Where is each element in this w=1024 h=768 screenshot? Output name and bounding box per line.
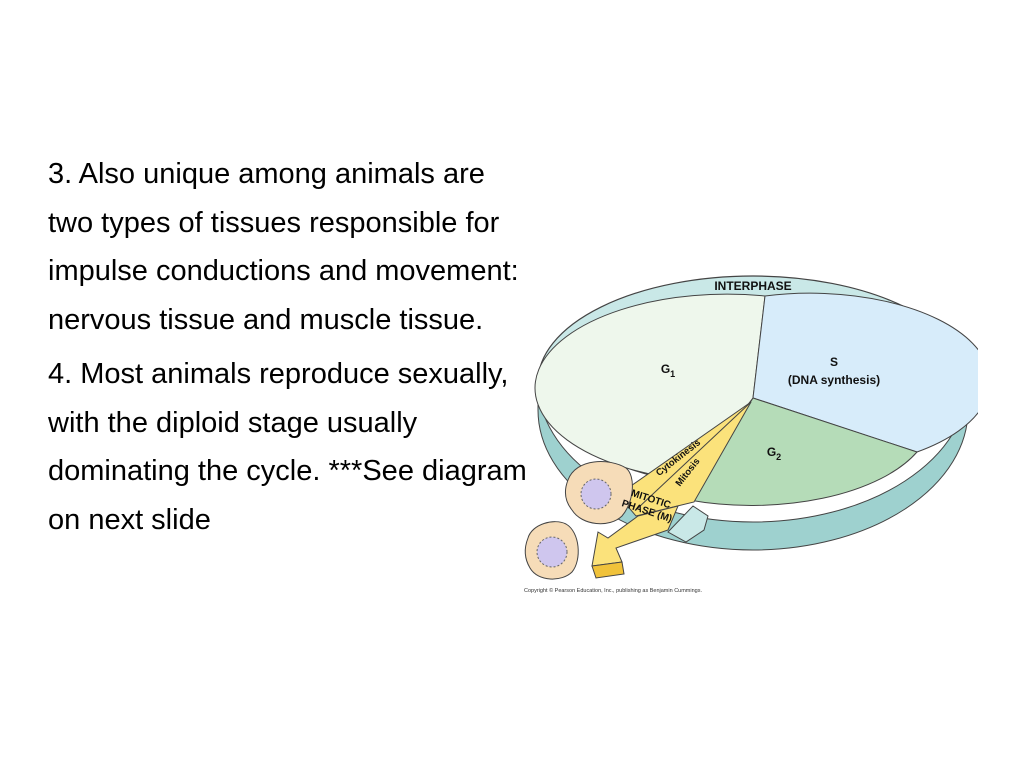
interphase-label: INTERPHASE bbox=[714, 279, 791, 293]
s-sector bbox=[752, 292, 978, 453]
g2-sector bbox=[688, 397, 918, 506]
g2-label: G2 bbox=[767, 445, 781, 462]
ring-arrowhead bbox=[667, 505, 709, 543]
cell-upper bbox=[564, 461, 633, 525]
mitotic-arrow-side bbox=[591, 561, 625, 579]
paragraph-point-3: 3. Also unique among animals are two typ… bbox=[48, 158, 519, 336]
copyright-text: Copyright © Pearson Education, Inc., pub… bbox=[524, 587, 702, 594]
s-label: S bbox=[830, 355, 838, 369]
cell-lower bbox=[524, 521, 579, 580]
cell-cycle-diagram: INTERPHASE G1 S (DNA synthesis) G2 Cytok… bbox=[518, 270, 978, 600]
paragraph-point-4: 4. Most animals reproduce sexually, with… bbox=[48, 358, 527, 536]
cell-lower-nucleus bbox=[536, 536, 568, 568]
cell-cycle-svg: INTERPHASE G1 S (DNA synthesis) G2 Cytok… bbox=[524, 275, 978, 594]
dna-synthesis-label: (DNA synthesis) bbox=[788, 373, 880, 387]
g1-label: G1 bbox=[661, 362, 675, 379]
mitotic-phase-wedge bbox=[617, 401, 752, 517]
cytokinesis-divider bbox=[637, 401, 752, 509]
slide-body-text: 3. Also unique among animals are two typ… bbox=[48, 150, 528, 544]
cell-upper-nucleus bbox=[580, 478, 612, 510]
